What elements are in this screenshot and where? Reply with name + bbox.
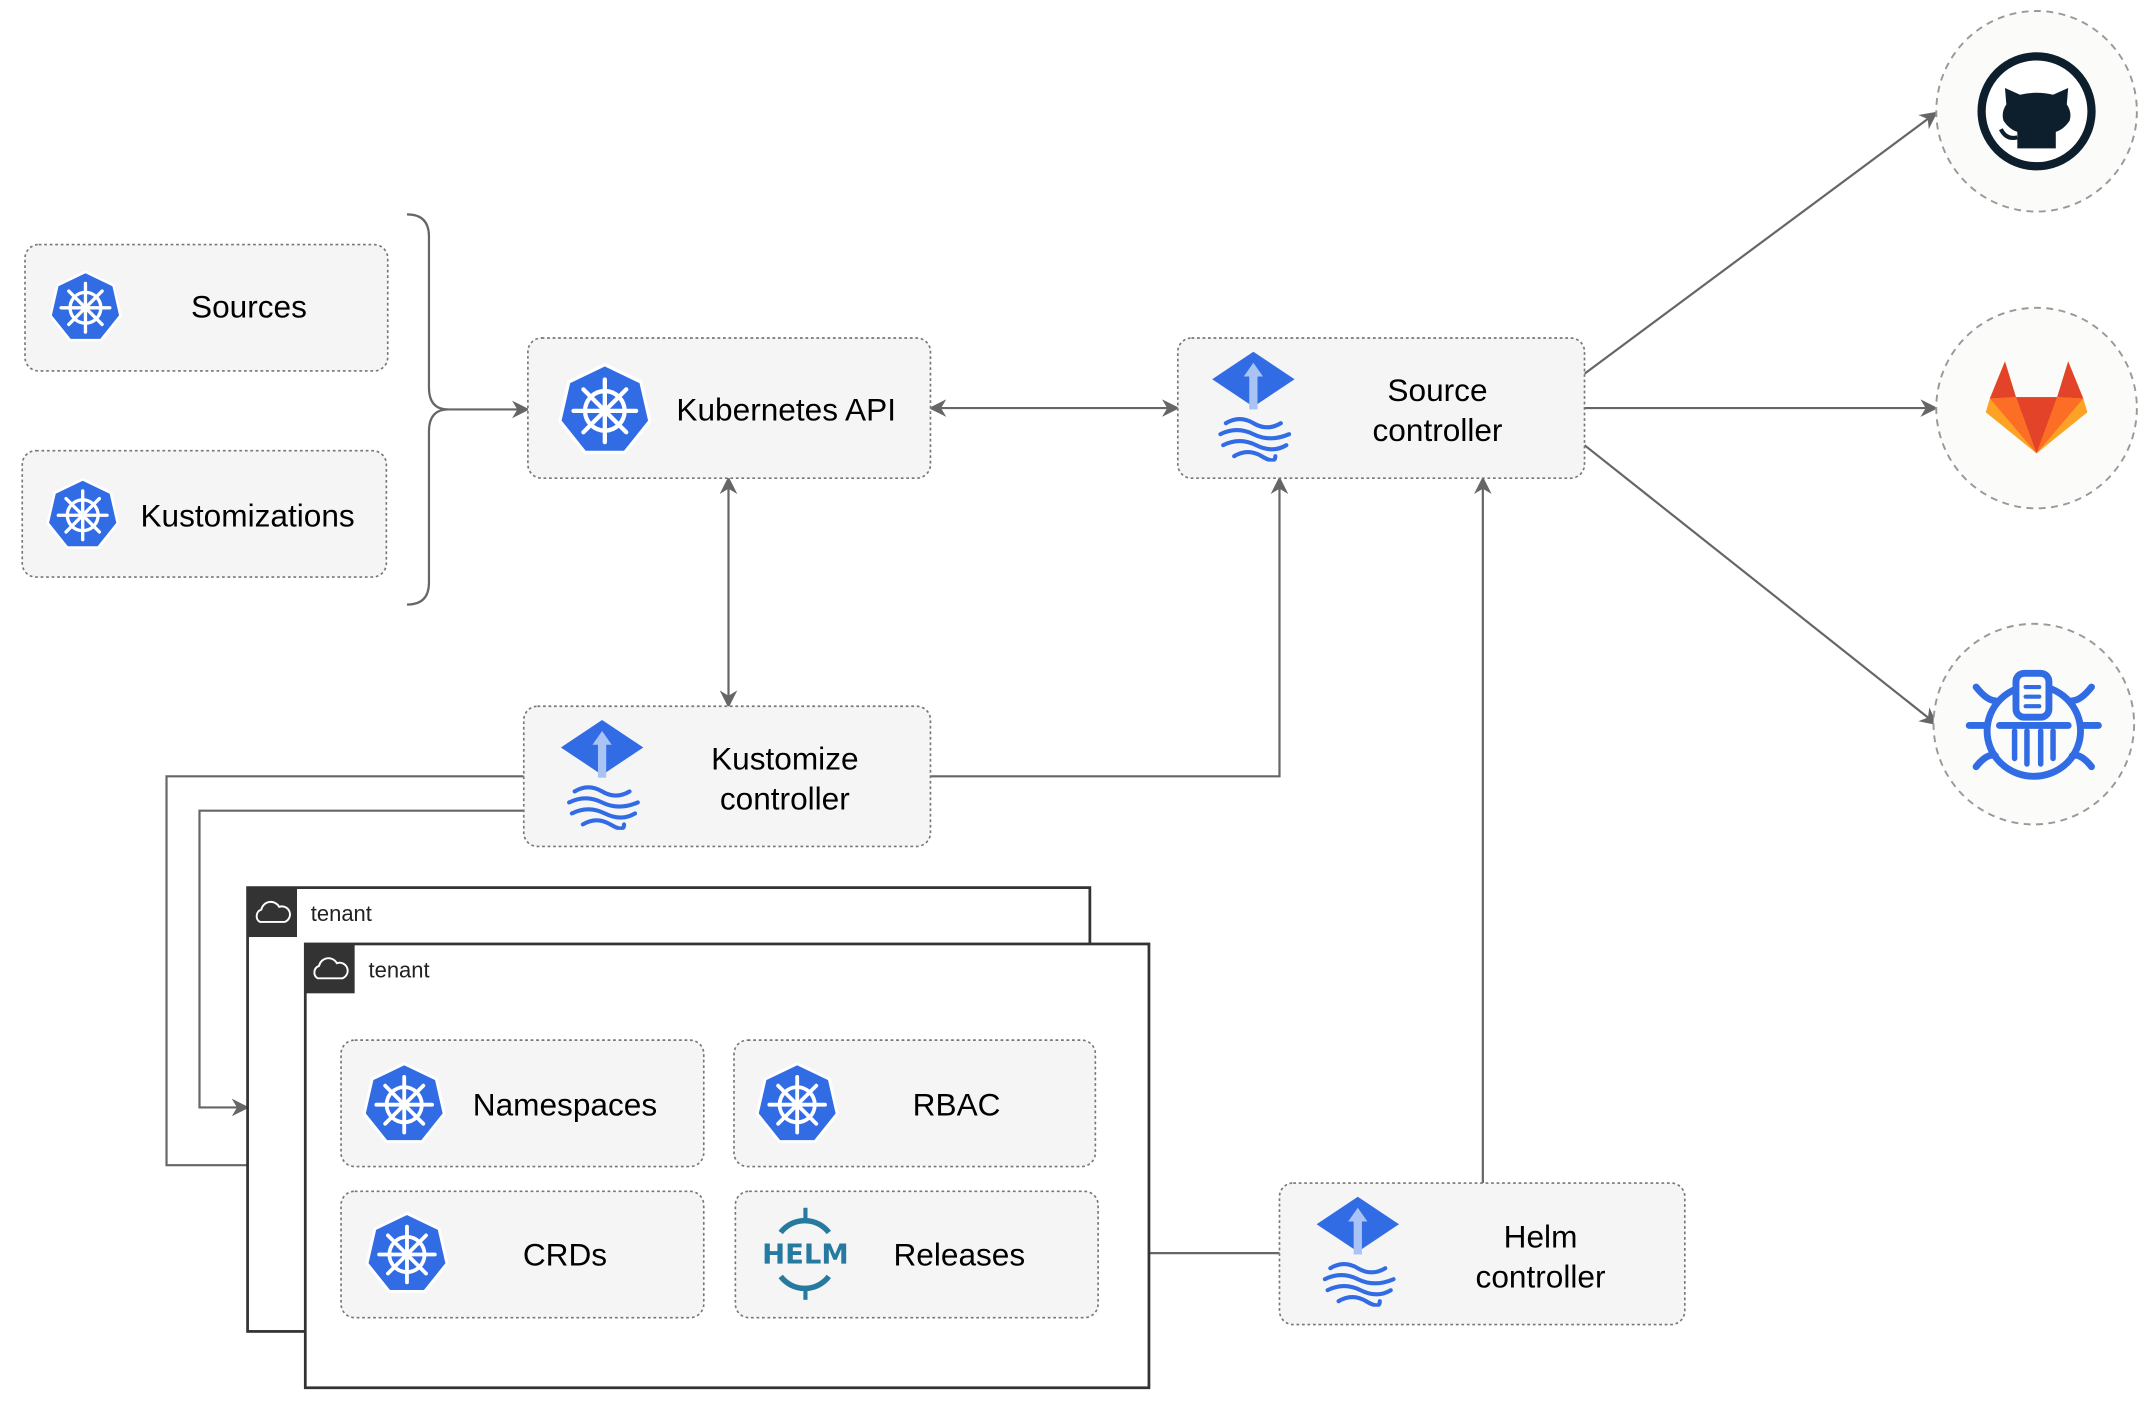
node-rbac[interactable]: RBAC xyxy=(733,1039,1097,1168)
kubernetes-api-label: Kubernetes API xyxy=(676,391,896,427)
tenant-label: tenant xyxy=(369,958,430,983)
node-releases[interactable]: HELM Releases xyxy=(734,1190,1099,1319)
edge-kustomize-to-tenant-1 xyxy=(198,809,524,1117)
tenant-label: tenant xyxy=(311,901,372,926)
kustomize-controller-label-line1: Kustomize xyxy=(711,740,858,776)
node-source-controller[interactable]: Source controller xyxy=(1176,337,1586,479)
kustomizations-label: Kustomizations xyxy=(140,497,354,533)
helm-controller-label-line2: controller xyxy=(1476,1258,1606,1294)
edge-kustomize-to-source xyxy=(930,476,1289,778)
node-namespaces[interactable]: Namespaces xyxy=(340,1039,705,1168)
node-kustomize-controller[interactable]: Kustomize controller xyxy=(522,705,932,848)
edge-resources-to-api xyxy=(406,213,530,419)
helm-controller-label-line1: Helm xyxy=(1504,1219,1578,1255)
source-controller-label-line2: controller xyxy=(1373,412,1503,448)
gitlab-icon xyxy=(1985,361,2088,454)
sources-label: Sources xyxy=(191,288,307,324)
node-helm-controller[interactable]: Helm controller xyxy=(1278,1182,1686,1326)
kustomize-controller-label-line2: controller xyxy=(720,780,850,816)
releases-label: Releases xyxy=(893,1236,1025,1272)
svg-text:HELM: HELM xyxy=(762,1238,849,1270)
node-crds[interactable]: CRDs xyxy=(340,1190,705,1319)
edge-source-to-github xyxy=(1583,111,1938,375)
source-controller-label-line1: Source xyxy=(1387,372,1487,408)
edge-kustomize-to-tenant-2 xyxy=(165,775,524,1174)
cloud-icon xyxy=(247,887,298,938)
node-kubernetes-api[interactable]: Kubernetes API xyxy=(527,337,932,479)
crds-label: CRDs xyxy=(523,1236,607,1272)
tenant-group-2[interactable]: tenant Namespaces RBAC CRDs HELM xyxy=(303,942,1151,1390)
edge-source-to-bucket xyxy=(1583,444,1938,726)
helm-icon: HELM xyxy=(762,1207,849,1300)
cloud-icon xyxy=(305,943,355,994)
external-gitlab[interactable] xyxy=(1935,306,2138,510)
node-kustomizations[interactable]: Kustomizations xyxy=(21,449,388,578)
brace-lower xyxy=(406,408,449,606)
github-icon xyxy=(1977,52,2096,171)
external-github[interactable] xyxy=(1935,10,2138,213)
bucket-icon xyxy=(1965,669,2102,780)
external-bucket[interactable] xyxy=(1932,622,2136,826)
node-sources[interactable]: Sources xyxy=(24,243,389,372)
rbac-label: RBAC xyxy=(913,1087,1001,1123)
namespaces-label: Namespaces xyxy=(473,1087,657,1123)
